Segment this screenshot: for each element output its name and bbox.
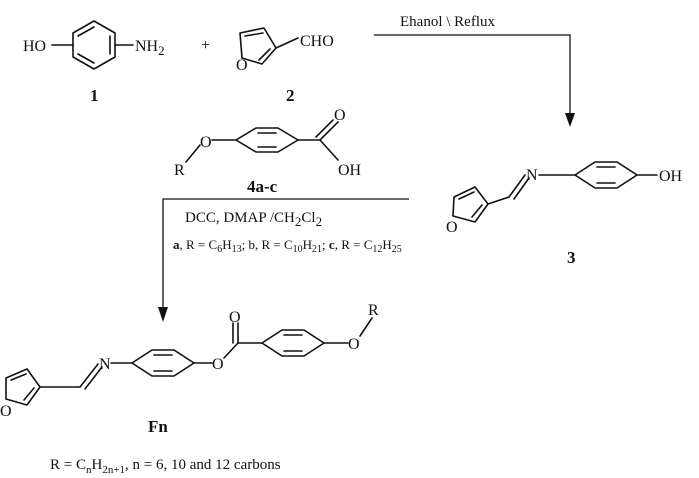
plus-sign: +	[201, 37, 210, 54]
compound-2-number: 2	[286, 86, 295, 105]
compound-2-structure: O CHO 2	[236, 27, 334, 105]
compound-3-number: 3	[567, 248, 576, 267]
arrow-line	[374, 34, 571, 114]
arrow-head	[158, 307, 168, 322]
r-label: R	[174, 162, 185, 179]
general-formula-note: R = CnH2n+1, n = 6, 10 and 12 carbons	[50, 457, 281, 476]
furan-ring	[452, 186, 489, 223]
compound-1-structure: HO NH2 1	[23, 20, 165, 105]
reaction-arrow-2: DCC, DMAP /CH2Cl2 a, R = C6H13; b, R = C…	[158, 198, 409, 322]
imine-n-label: N	[99, 356, 111, 373]
furan-ring	[239, 27, 277, 65]
carbonyl-o-label: O	[334, 107, 346, 124]
furan-double-bond	[10, 373, 27, 381]
product-fn-structure: N O O O R O Fn	[0, 302, 379, 436]
furan-o-label: O	[446, 219, 458, 236]
compound-1-number: 1	[90, 86, 99, 105]
c-oh-bond	[319, 139, 339, 161]
c-cho-bond	[275, 37, 299, 49]
oh-label: OH	[659, 168, 683, 185]
benzene-ring-1	[131, 349, 195, 377]
product-number: Fn	[148, 417, 168, 436]
r-label: R	[368, 302, 379, 319]
ch-n-double-bond	[513, 177, 530, 200]
ch-n-double-bond	[508, 174, 526, 198]
furan-o-label: O	[0, 403, 12, 420]
step2-variants: a, R = C6H13; b, R = C10H21; c, R = C12H…	[173, 237, 402, 255]
step1-conditions: Ehanol \ Reflux	[400, 14, 495, 30]
benzene-ring	[235, 127, 299, 153]
furan-double-bond	[458, 191, 475, 200]
ring-double-bond	[77, 26, 95, 37]
arrow-head	[565, 113, 575, 127]
furan-double-bond	[471, 204, 483, 218]
c-o-double-bond	[315, 119, 334, 138]
step2-reagents: DCC, DMAP /CH2Cl2	[185, 210, 322, 229]
carbonyl-o-label: O	[229, 309, 241, 326]
ho-label: HO	[23, 38, 46, 55]
c-ch-bond	[487, 196, 510, 205]
arrow-line	[162, 198, 409, 308]
furan-double-bond	[244, 32, 264, 37]
cho-label: CHO	[300, 33, 334, 50]
nh2-label: NH2	[135, 38, 165, 58]
compound-4-structure: R O O OH 4a-c	[174, 107, 362, 196]
benzene-ring	[72, 20, 116, 70]
compound-4-number: 4a-c	[247, 177, 278, 196]
acid-oh-label: OH	[338, 162, 362, 179]
furan-double-bond	[258, 48, 271, 61]
benzene-ring	[574, 161, 638, 189]
benzene-ring-2	[261, 329, 325, 357]
furan-o-label: O	[236, 57, 248, 74]
o-r-bond	[359, 317, 373, 337]
ring-double-bond	[77, 53, 95, 64]
ch-n-double-bond	[79, 363, 99, 388]
compound-3-structure: N OH O 3	[446, 161, 683, 267]
c-o-double-bond	[319, 121, 339, 141]
reaction-arrow-1: Ehanol \ Reflux	[374, 14, 575, 127]
furan-ring	[5, 368, 41, 406]
ch-n-double-bond	[84, 366, 103, 390]
ether-o-label: O	[348, 336, 360, 353]
furan-double-bond	[23, 387, 35, 401]
r-o-bond	[185, 144, 201, 163]
ester-o-label: O	[212, 356, 224, 373]
imine-n-label: N	[526, 167, 538, 184]
ether-o-label: O	[200, 134, 212, 151]
o-c-bond	[223, 342, 239, 359]
